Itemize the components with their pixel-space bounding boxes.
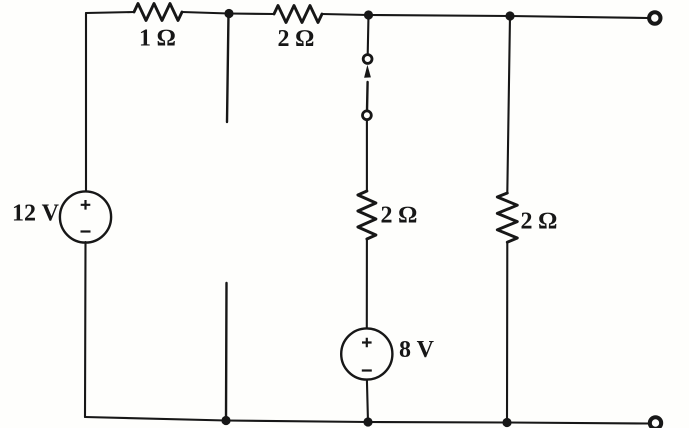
svg-text:2 Ω: 2 Ω	[278, 26, 314, 52]
svg-text:2 Ω: 2 Ω	[521, 209, 557, 235]
svg-text:8 V: 8 V	[399, 337, 435, 363]
svg-text:12 V: 12 V	[12, 201, 60, 227]
svg-text:1 Ω: 1 Ω	[139, 26, 175, 52]
svg-text:2 Ω: 2 Ω	[381, 203, 417, 229]
